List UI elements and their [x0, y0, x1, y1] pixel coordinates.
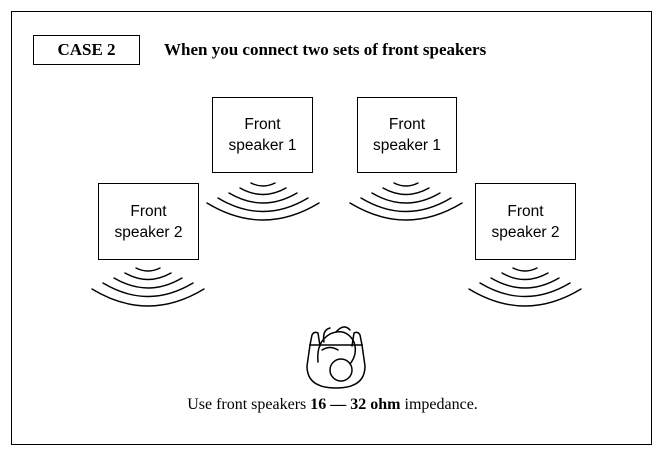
impedance-note: Use front speakers 16 — 32 ohm impedance… — [0, 394, 665, 416]
front-speaker-2-left: Front speaker 2 — [98, 183, 199, 260]
sound-wave-icon — [91, 267, 205, 307]
speaker-label-line1: Front — [130, 202, 167, 220]
sound-wave-icon — [468, 267, 582, 307]
front-speaker-2-right: Front speaker 2 — [475, 183, 576, 260]
front-speaker-1-right: Front speaker 1 — [357, 97, 457, 173]
sound-wave-icon — [349, 182, 463, 221]
speaker-label-line2: speaker 2 — [114, 223, 183, 241]
impedance-note-suffix: impedance. — [400, 396, 478, 413]
speaker-label-line2: speaker 2 — [491, 223, 560, 241]
front-speaker-1-left: Front speaker 1 — [212, 97, 313, 173]
case-label: CASE 2 — [33, 35, 140, 65]
sound-wave-icon — [206, 182, 320, 221]
speaker-label-line1: Front — [244, 116, 281, 133]
speaker-label-line1: Front — [507, 202, 544, 220]
speaker-label-line2: speaker 1 — [228, 137, 297, 154]
impedance-value: 16 — 32 ohm — [310, 396, 401, 413]
listener-icon — [306, 326, 366, 389]
impedance-note-prefix: Use front speakers — [187, 396, 311, 413]
diagram-title: When you connect two sets of front speak… — [164, 40, 487, 59]
speaker-label-line2: speaker 1 — [372, 137, 442, 154]
speaker-label-line1: Front — [388, 116, 426, 133]
